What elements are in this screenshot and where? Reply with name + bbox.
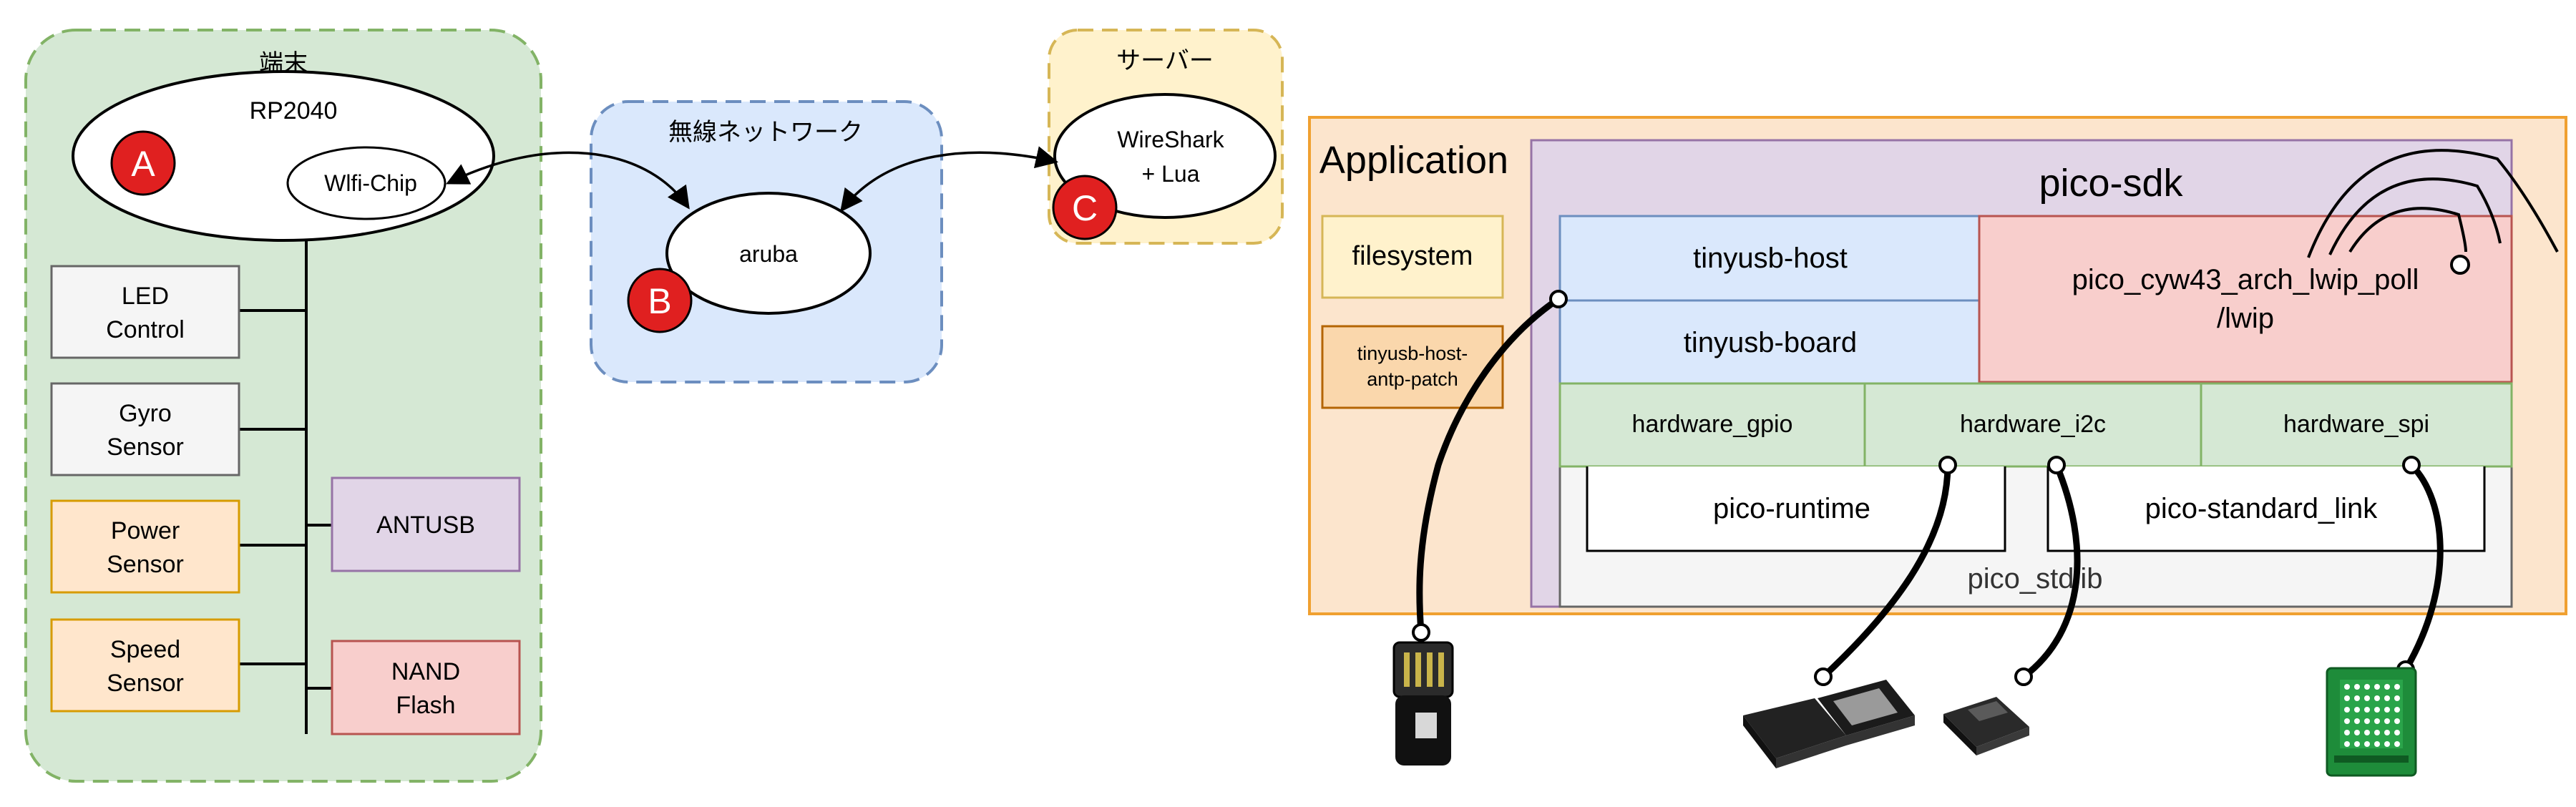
badge-b-label: B [648,281,671,321]
hardware-spi-label: hardware_spi [2283,411,2429,438]
badge-a-label: A [131,144,155,184]
device-group: 端末 RP2040 Wlfi-Chip A LED Control Gyro S… [24,29,542,783]
led-control-label-1: LED [122,283,169,310]
wifi-aruba-arrow [446,151,690,210]
speed-sensor-label-1: Speed [110,636,180,663]
gyro-sensor-block [50,382,240,476]
aruba-label: aruba [739,241,798,267]
hardware-cables [1416,295,2444,680]
badge-a-icon [110,130,176,196]
i2c-cable-a [1820,461,1951,680]
wireshark-label-2: + Lua [1142,161,1200,187]
server-group: サーバー WireShark + Lua C [1048,29,1284,245]
i2c-cable-b [2020,461,2081,680]
rp2040-label: RP2040 [250,97,338,124]
cable-end-i2c-a-bottom [1814,667,1833,686]
nand-flash-block [331,640,521,735]
hardware-gpio-label: hardware_gpio [1632,411,1793,438]
speed-sensor-label-2: Sensor [107,670,184,697]
usb-cable [1416,295,1562,636]
pico-standard-link-label: pico-standard_link [2145,493,2379,524]
filesystem-block [1321,215,1504,299]
antusb-label: ANTUSB [376,512,475,539]
wifi-chip-label: Wlfi-Chip [324,170,417,196]
tinyusb-host-label: tinyusb-host [1693,243,1848,274]
led-matrix-board-icon [2326,667,2417,777]
cable-end-usb-top [1549,290,1568,308]
patch-label-1: tinyusb-host- [1357,343,1468,364]
badge-b-icon [627,268,693,333]
spi-cable [2402,461,2444,673]
nand-flash-label-2: Flash [396,692,455,719]
gyro-sensor-label-1: Gyro [119,400,172,427]
pico-runtime-label: pico-runtime [1713,493,1870,524]
speed-sensor-block [50,618,240,713]
wireless-group-title: 無線ネットワーク [668,119,863,146]
application-stack: Application filesystem tinyusb-host- ant… [1308,116,2567,615]
application-label: Application [1319,139,1508,182]
cyw43-label-2: /lwip [2217,303,2274,334]
cable-end-i2c-b-top [2047,456,2066,474]
tinyusb-board-label: tinyusb-board [1684,327,1857,358]
hardware-spi-block [2200,382,2513,468]
cable-end-spi-top [2402,456,2421,474]
led-control-label-2: Control [106,316,185,343]
led-control-block [50,265,240,359]
sensor-chip-icon [1743,680,1915,768]
cable-end-i2c-a-top [1938,456,1957,474]
power-sensor-label-2: Sensor [107,551,184,578]
server-group-title: サーバー [1116,47,1214,74]
patch-block [1321,325,1504,409]
pico-standard-link-block [2046,466,2486,552]
cable-end-i2c-b-bottom [2014,667,2033,686]
wireless-signal-icon [2307,149,2559,275]
aruba-wireshark-arrow [840,146,1059,212]
wireshark-label-1: WireShark [1117,127,1224,152]
cyw43-label-1: pico_cyw43_arch_lwip_poll [2072,264,2419,295]
gyro-sensor-label-2: Sensor [107,434,184,461]
aruba-node [665,192,872,315]
small-chip-icon [1943,697,2029,755]
antusb-block [331,476,521,572]
pico-runtime-block [1586,466,2006,552]
power-sensor-block [50,499,240,594]
pico-sdk-label: pico-sdk [2039,162,2183,205]
filesystem-label: filesystem [1352,241,1473,271]
nand-flash-label-1: NAND [391,658,460,685]
hardware-i2c-label: hardware_i2c [1960,411,2106,438]
cyw43-block [1978,215,2513,383]
pico-stdlib-label: pico_stdlib [1967,563,2102,595]
wireless-group: 無線ネットワーク aruba B [590,100,943,383]
wifi-chip-node [286,146,447,220]
hardware-i2c-block [1863,382,2202,468]
ant-usb-dongle-icon [1392,641,1454,766]
cable-end-usb-bottom [1412,623,1430,642]
tinyusb-host-block [1558,215,1981,302]
power-sensor-label-1: Power [111,517,180,544]
badge-c-label: C [1072,188,1098,228]
patch-label-2: antp-patch [1367,368,1458,390]
